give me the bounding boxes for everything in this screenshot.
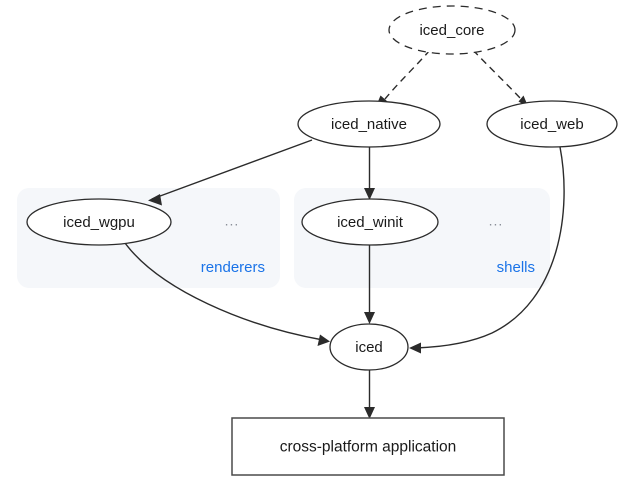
edge-wgpu-to-iced [124, 242, 330, 346]
cluster-label-renderers: renderers [201, 259, 265, 276]
edge-core-to-native [375, 49, 431, 108]
renderers-ellipsis-label: ... [225, 213, 240, 229]
edge-native-to-wgpu [148, 139, 313, 206]
edge-iced-to-application [364, 370, 375, 419]
nodes-layer: iced_core iced_native iced_web iced_wgpu… [26, 5, 618, 476]
iced-ellipse[interactable] [329, 323, 409, 371]
edge-native-to-wgpu-line [151, 139, 313, 200]
iced-web-ellipse[interactable] [486, 100, 618, 148]
iced-winit-ellipse[interactable] [301, 198, 439, 246]
edge-native-to-wgpu-arrowhead [148, 194, 162, 206]
edge-wgpu-to-iced-arrowhead [317, 334, 330, 346]
edge-native-to-winit-arrowhead [364, 188, 375, 200]
node-application[interactable]: cross-platform application [231, 417, 505, 476]
edge-core-to-web-line [472, 49, 522, 100]
iced-core-ellipse[interactable] [388, 5, 516, 55]
edge-winit-to-iced-arrowhead [364, 312, 375, 324]
edge-core-to-native-line [384, 49, 431, 100]
edge-core-to-web [472, 49, 529, 108]
node-iced-winit[interactable]: iced_winit [301, 198, 439, 246]
iced-wgpu-label: iced_wgpu [63, 214, 135, 231]
iced-native-label: iced_native [331, 116, 407, 133]
iced-core-label: iced_core [419, 22, 484, 39]
node-iced-native[interactable]: iced_native [297, 100, 441, 148]
iced-native-ellipse[interactable] [297, 100, 441, 148]
node-iced[interactable]: iced [329, 323, 409, 371]
application-label: cross-platform application [280, 439, 457, 456]
node-iced-core[interactable]: iced_core [388, 5, 516, 55]
edge-winit-to-iced [364, 245, 375, 324]
cluster-label-shells: shells [497, 259, 535, 276]
iced-winit-label: iced_winit [337, 214, 404, 231]
node-iced-web[interactable]: iced_web [486, 100, 618, 148]
iced-web-label: iced_web [520, 116, 583, 133]
edge-wgpu-to-iced-line [124, 242, 324, 341]
iced-label: iced [355, 339, 383, 356]
application-box[interactable] [231, 417, 505, 476]
node-iced-wgpu[interactable]: iced_wgpu [26, 198, 172, 246]
edge-web-to-iced-line [415, 146, 565, 349]
edge-iced-to-application-arrowhead [364, 407, 375, 419]
edge-web-to-iced [409, 146, 565, 354]
edge-web-to-iced-arrowhead [409, 342, 421, 354]
edge-native-to-winit [364, 147, 375, 200]
iced-wgpu-ellipse[interactable] [26, 198, 172, 246]
shells-ellipsis-label: ... [489, 213, 504, 229]
